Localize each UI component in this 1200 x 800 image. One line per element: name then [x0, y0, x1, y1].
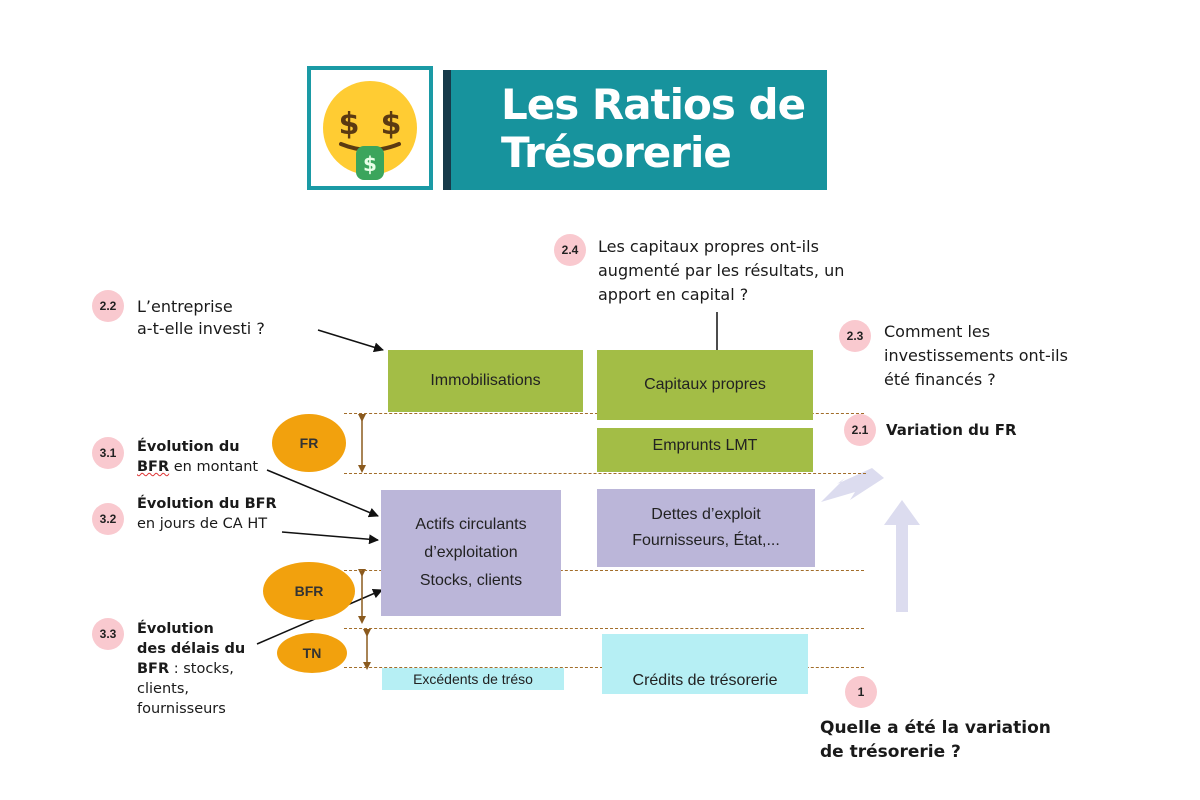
- badge-2-4-text: 2.4: [561, 243, 579, 257]
- block-dettes-line1: Dettes d’exploit: [651, 506, 761, 523]
- block-actifs-line3: Stocks, clients: [419, 572, 523, 589]
- badge-2-4: 2.4: [554, 234, 586, 266]
- question-3-3-bfr: BFR: [137, 661, 170, 677]
- question-2-2-line1: L’entreprise: [137, 297, 233, 316]
- block-emprunts-label: Emprunts LMT: [652, 437, 758, 454]
- question-3-3-rest: : stocks,: [173, 661, 234, 677]
- ellipse-bfr: BFR: [263, 562, 355, 620]
- title-banner: Les Ratios de Trésorerie: [443, 70, 827, 190]
- svg-text:$: $: [339, 107, 360, 142]
- badge-3-3: 3.3: [92, 618, 124, 650]
- arrow-q31: [266, 469, 379, 518]
- badge-1-text: 1: [857, 685, 865, 699]
- question-3-3-line4: clients,: [137, 681, 189, 697]
- badge-2-1-text: 2.1: [851, 423, 869, 437]
- badge-3-2: 3.2: [92, 503, 124, 535]
- ellipse-bfr-label: BFR: [294, 583, 324, 599]
- question-3-1-bfr: BFR: [137, 459, 170, 475]
- block-emprunts: Emprunts LMT: [597, 428, 813, 472]
- svg-text:$: $: [381, 107, 402, 142]
- block-dettes-exploit: Dettes d’exploit Fournisseurs, État,...: [597, 489, 815, 567]
- badge-2-2-text: 2.2: [99, 299, 117, 313]
- block-credits-label: Crédits de trésorerie: [632, 672, 778, 689]
- block-credits: Crédits de trésorerie: [602, 634, 808, 694]
- ellipse-fr-label: FR: [299, 435, 319, 451]
- question-3-2-line1: Évolution du BFR: [137, 496, 277, 512]
- question-3-3: Évolution des délais du BFR : stocks, cl…: [137, 619, 245, 719]
- block-capitaux-propres: Capitaux propres: [597, 350, 813, 420]
- block-actifs-circulants: Actifs circulants d’exploitation Stocks,…: [381, 490, 561, 616]
- question-3-2-line2: en jours de CA HT: [137, 516, 268, 532]
- question-2-4-line1: Les capitaux propres ont-ils: [598, 237, 819, 256]
- block-capitaux-propres-label: Capitaux propres: [644, 376, 766, 393]
- question-2-3-line1: Comment les: [884, 322, 991, 341]
- question-2-4-line2: augmenté par les résultats, un: [598, 261, 845, 280]
- ellipse-fr: FR: [272, 414, 346, 472]
- faded-up-arrow: [884, 500, 920, 612]
- badge-3-3-text: 3.3: [99, 627, 117, 641]
- block-immobilisations: Immobilisations: [388, 350, 583, 412]
- bfr-bottom-guide: [344, 628, 864, 629]
- logo-box: $ $ $: [307, 66, 433, 190]
- badge-3-1: 3.1: [92, 437, 124, 469]
- question-1-line2: de trésorerie ?: [820, 742, 961, 762]
- ellipse-tn: TN: [277, 633, 347, 673]
- badge-3-2-text: 3.2: [99, 512, 117, 526]
- faded-diag-arrow: [821, 468, 884, 502]
- ellipse-tn-label: TN: [302, 645, 322, 661]
- block-dettes-line2: Fournisseurs, État,...: [632, 532, 780, 549]
- page-title-line2: Trésorerie: [501, 128, 732, 177]
- question-1-line1: Quelle a été la variation: [820, 718, 1051, 738]
- badge-1: 1: [845, 676, 877, 708]
- question-2-4-line3: apport en capital ?: [598, 285, 749, 304]
- question-3-1-line1: Évolution du: [137, 439, 240, 455]
- arrow-q32: [281, 531, 379, 545]
- question-3-2: Évolution du BFR en jours de CA HT: [137, 494, 277, 534]
- question-3-3-line2: des délais du: [137, 641, 246, 657]
- page-title-line1: Les Ratios de: [501, 80, 806, 129]
- question-2-1: Variation du FR: [886, 421, 1017, 439]
- question-3-1-rest: en montant: [173, 459, 259, 475]
- block-actifs-line2: d’exploitation: [424, 544, 518, 561]
- question-2-2-line2: a-t-elle investi ?: [137, 319, 265, 338]
- question-1: Quelle a été la variation de trésorerie …: [820, 716, 1051, 764]
- badge-2-3-text: 2.3: [846, 329, 864, 343]
- fr-bottom-guide: [344, 473, 866, 474]
- question-3-1: Évolution du BFR en montant: [137, 437, 258, 477]
- question-2-3-line3: été financés ?: [884, 370, 996, 389]
- arrow-q22: [317, 329, 384, 353]
- block-excedents: Excédents de tréso: [382, 668, 564, 690]
- block-immobilisations-label: Immobilisations: [430, 372, 541, 389]
- question-2-3-line2: investissements ont-ils: [884, 346, 1068, 365]
- money-mouth-face-icon: $ $ $: [323, 81, 417, 180]
- question-2-2: L’entreprise a-t-elle investi ?: [137, 296, 265, 340]
- question-3-3-line1: Évolution: [137, 621, 214, 637]
- badge-2-1: 2.1: [844, 414, 876, 446]
- badge-2-2: 2.2: [92, 290, 124, 322]
- block-actifs-line1: Actifs circulants: [415, 516, 527, 533]
- badge-2-3: 2.3: [839, 320, 871, 352]
- question-2-4: Les capitaux propres ont-ils augmenté pa…: [598, 235, 844, 307]
- block-excedents-label: Excédents de tréso: [413, 671, 533, 687]
- question-3-3-line5: fournisseurs: [137, 701, 226, 717]
- question-2-3: Comment les investissements ont-ils été …: [884, 320, 1068, 392]
- badge-3-1-text: 3.1: [99, 446, 117, 460]
- svg-text:$: $: [363, 152, 377, 176]
- bfr-top-guide: [344, 570, 864, 571]
